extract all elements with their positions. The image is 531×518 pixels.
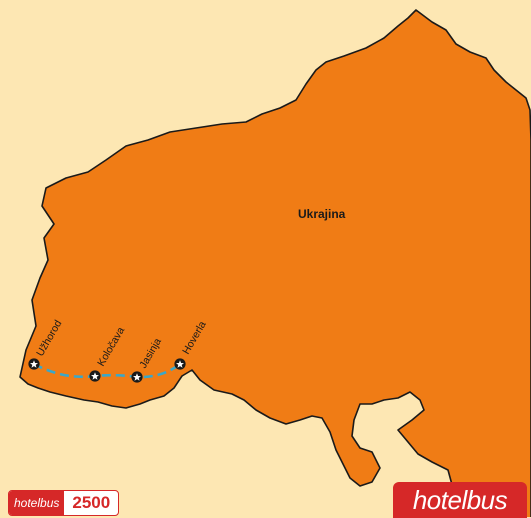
hotelbus-code-badge: hotelbus 2500: [8, 490, 120, 516]
stop-marker-kolocava: [89, 370, 101, 382]
route-line: [33, 362, 181, 379]
stop-marker-uzhorod: [28, 358, 40, 370]
hotelbus-logo: hotelbus: [393, 482, 527, 518]
badge-brand-label: hotelbus: [9, 491, 65, 515]
ukraine-land: [19, 9, 531, 517]
logo-text: hotelbus: [412, 484, 508, 515]
stop-marker-hoverla: [174, 358, 186, 370]
country-label: Ukrajina: [298, 207, 346, 221]
badge-code-label: 2500: [72, 493, 111, 512]
stop-marker-jasinja: [131, 371, 143, 383]
